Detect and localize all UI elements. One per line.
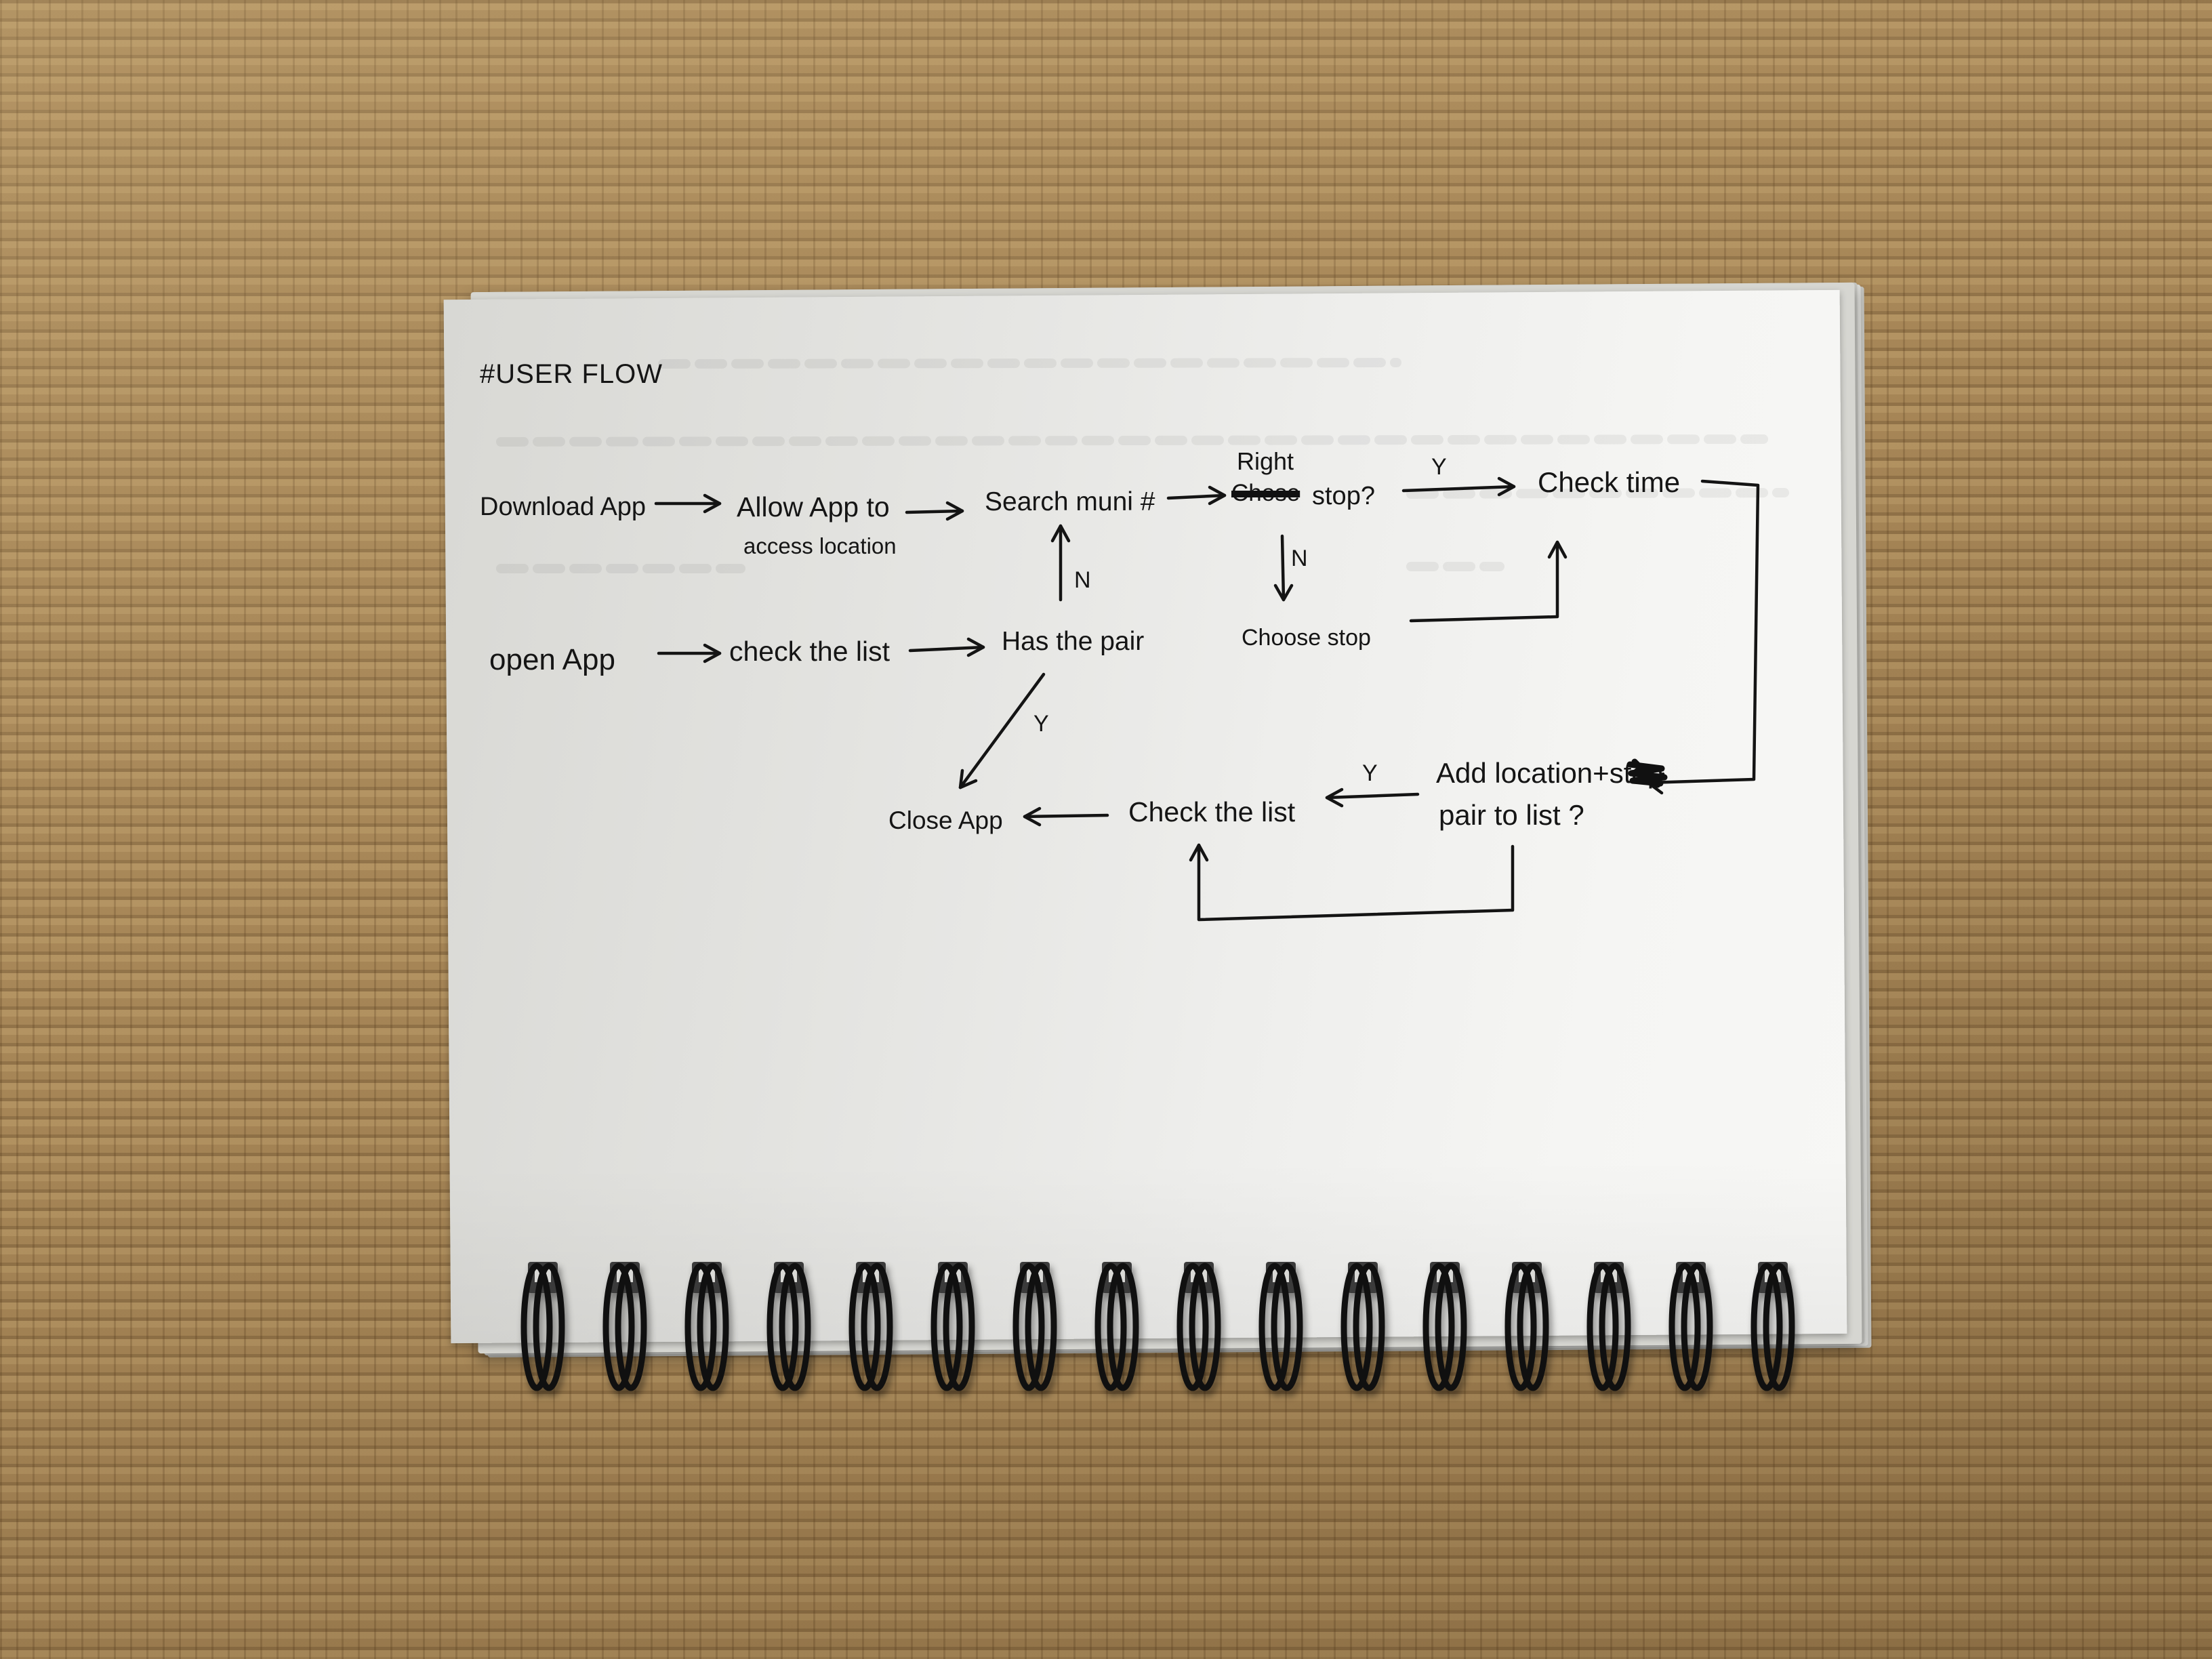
edge-label-right-stop-yes: Y — [1431, 454, 1447, 480]
node-open-app: open App — [489, 643, 615, 676]
node-check-time: Check time — [1538, 466, 1681, 498]
node-check-the-list-top: check the list — [729, 636, 890, 667]
diagram-title: #USER FLOW — [480, 359, 663, 389]
node-check-the-list-bottom: Check the list — [1128, 796, 1296, 827]
node-choose-stop: Choose stop — [1242, 625, 1371, 651]
node-right-label: Right — [1237, 447, 1294, 475]
node-download-app: Download App — [480, 493, 647, 521]
node-search-muni: Search muni # — [985, 487, 1155, 516]
edge-label-has-pair-yes: Y — [1033, 711, 1049, 737]
node-chose-struck: Chose — [1231, 480, 1300, 506]
node-close-app: Close App — [888, 806, 1003, 834]
edge-label-has-pair-no: N — [1074, 567, 1091, 593]
node-add-pair-line2: pair to list ? — [1439, 799, 1584, 831]
node-stop-question: stop? — [1312, 482, 1375, 510]
node-allow-app-line1: Allow App to — [737, 491, 890, 523]
node-allow-app-line2: access location — [743, 533, 897, 558]
node-has-the-pair: Has the pair — [1002, 627, 1145, 656]
node-add-pair-line1: Add location+stop — [1436, 757, 1664, 789]
edge-label-add-pair-yes: Y — [1362, 760, 1378, 786]
edge-label-right-stop-no: N — [1291, 546, 1308, 571]
